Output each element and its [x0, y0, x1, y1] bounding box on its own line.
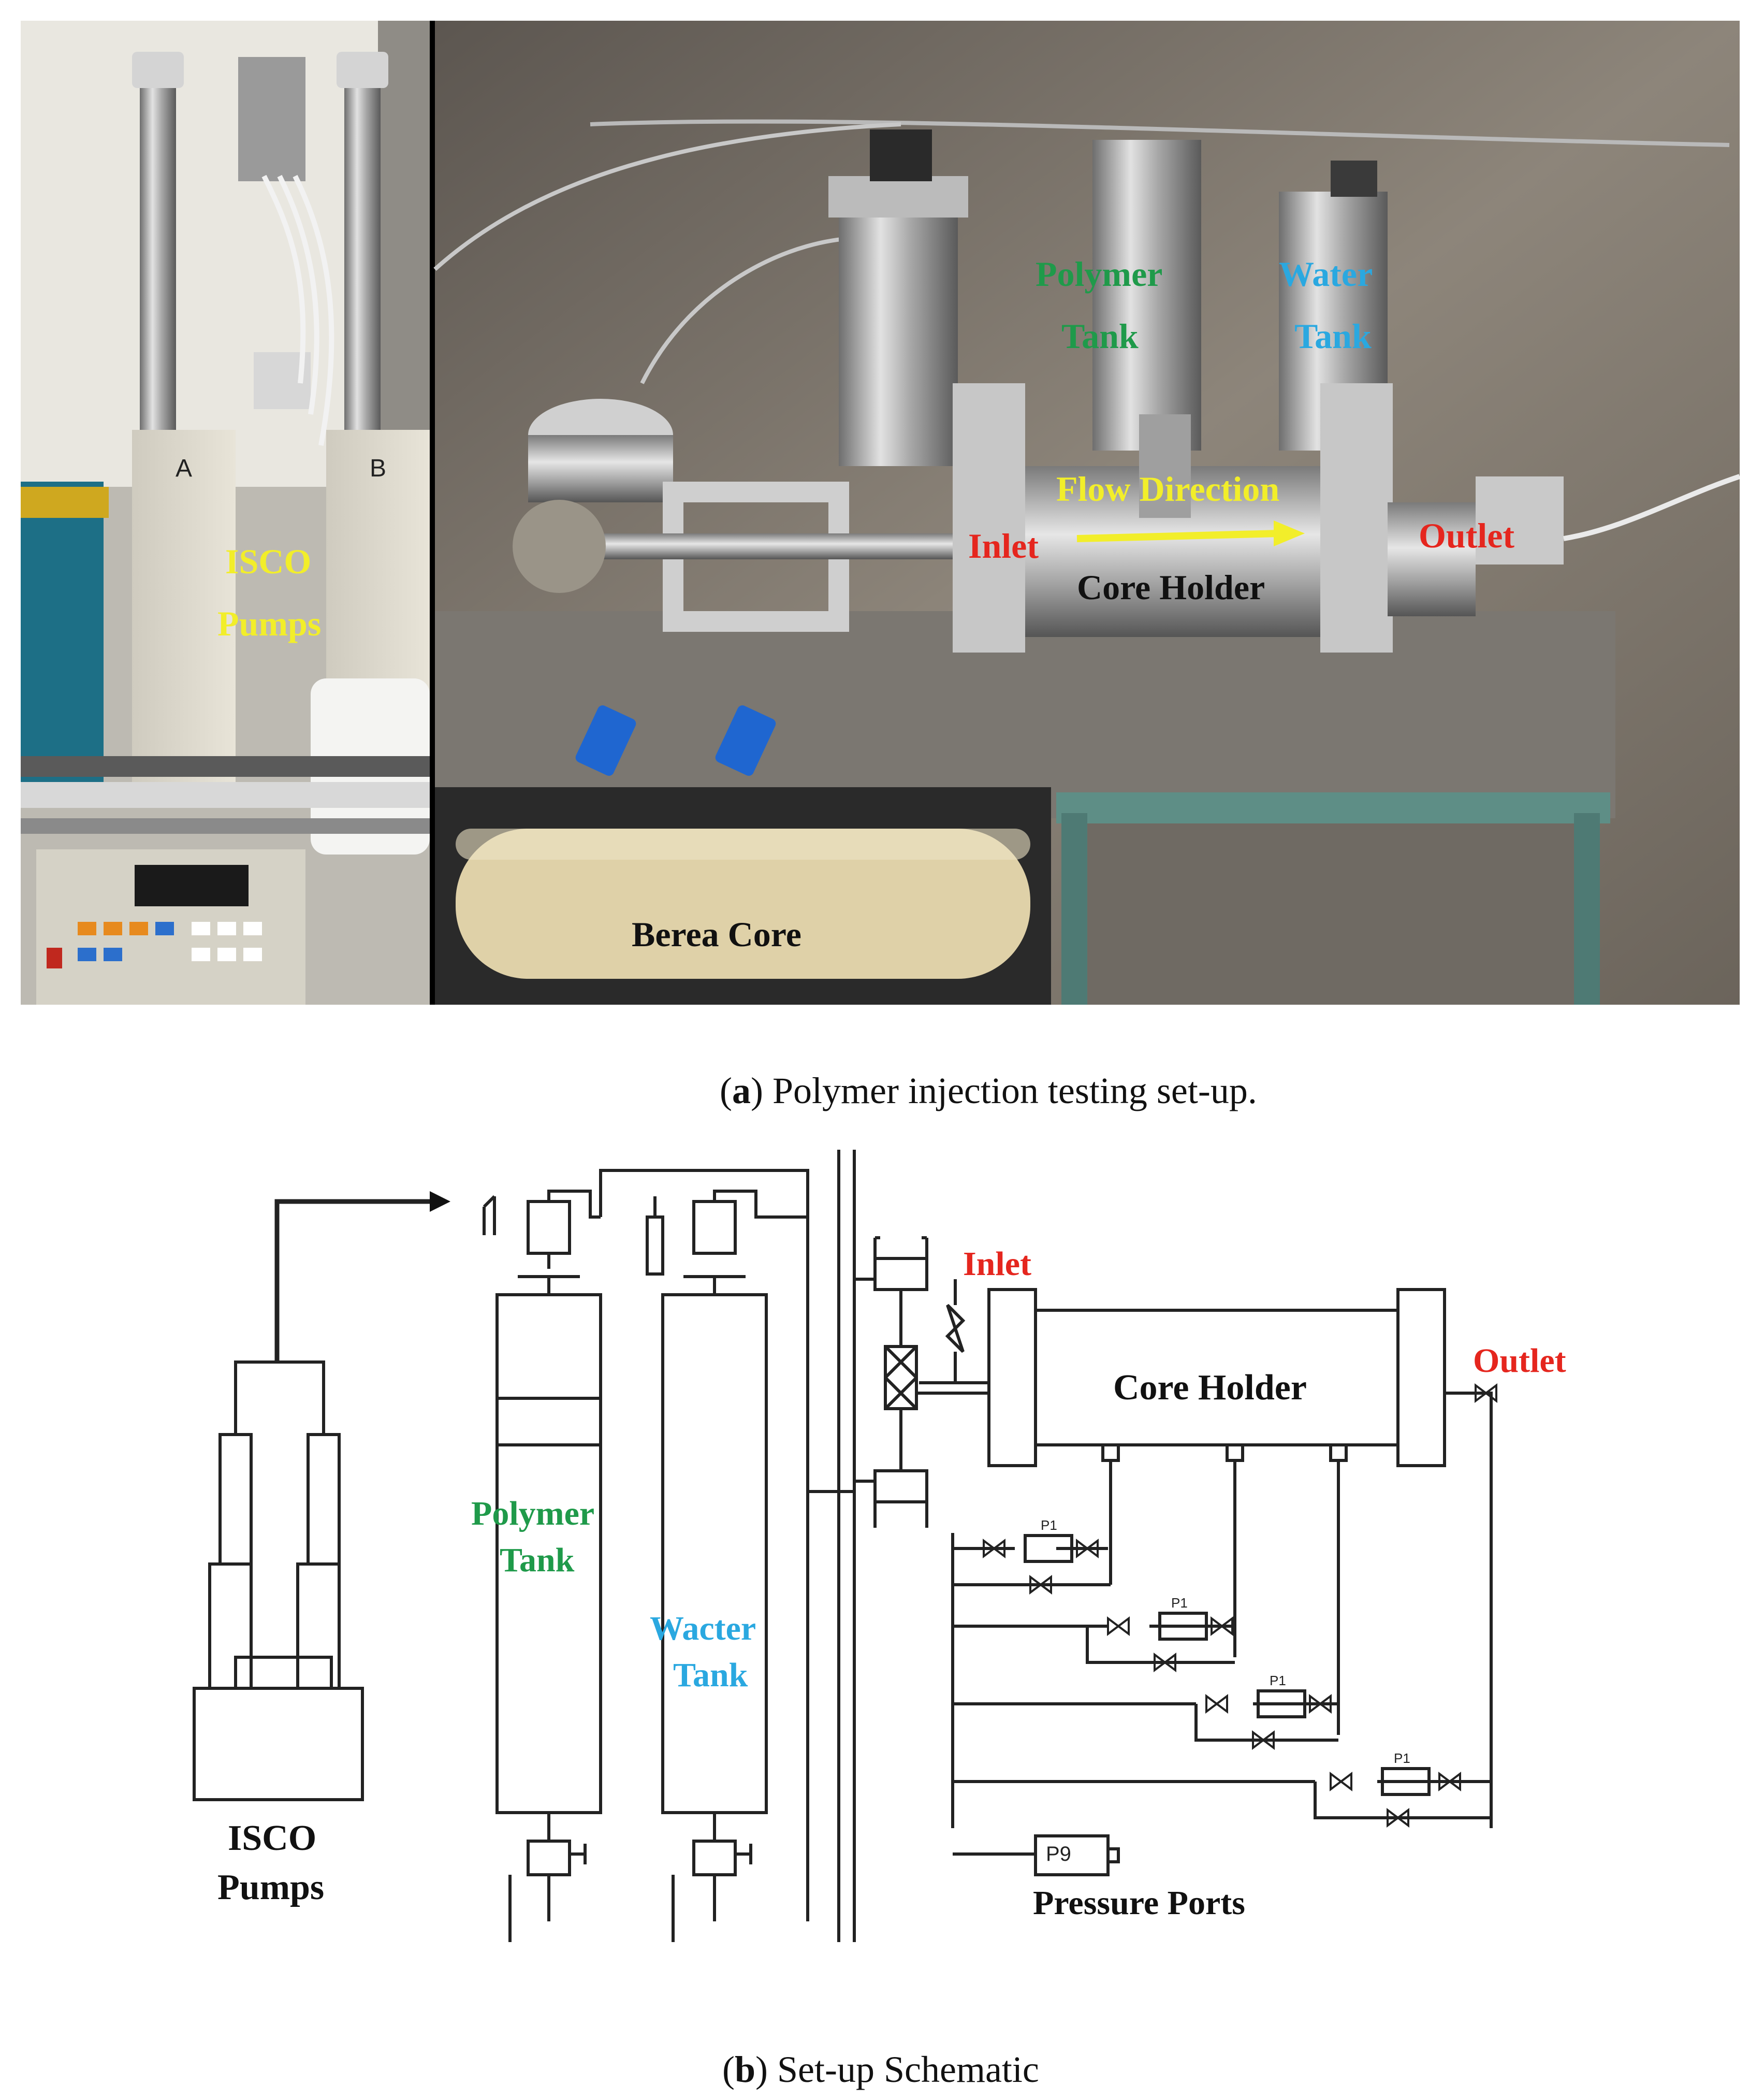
pump-feed-arrow: [274, 1199, 430, 1362]
schematic-label-isco-2: Pumps: [217, 1868, 325, 1907]
schematic-label-inlet: Inlet: [963, 1245, 1031, 1283]
schematic-label-pressure-ports: Pressure Ports: [1033, 1884, 1245, 1922]
left-bus-line: [837, 1150, 856, 1942]
pressure-port-manifold: [951, 1533, 1491, 1876]
pressure-port-taps: [1101, 1443, 1348, 1735]
berea-core-inset: [435, 787, 1051, 1005]
polymer-tank-symbol: [483, 1190, 602, 1942]
photo-label-berea-core: Berea Core: [632, 915, 801, 954]
isco-pumps-symbol: [193, 1360, 364, 1801]
valve-markers: [983, 1383, 1497, 1828]
water-tank-symbol: [646, 1190, 808, 1942]
caption-a-letter: a: [732, 1070, 751, 1111]
schematic-label-core-holder: Core Holder: [1113, 1368, 1307, 1408]
photo-label-water-1: Water: [1279, 254, 1373, 294]
schematic-label-polymer-1: Polymer: [471, 1495, 595, 1532]
photo-label-flow-direction: Flow Direction: [1056, 469, 1280, 509]
caption-a: (a) Polymer injection testing set-up.: [720, 1070, 1257, 1111]
caption-b-text: ) Set-up Schematic: [755, 2049, 1039, 2090]
photo-label-outlet: Outlet: [1419, 516, 1515, 555]
schematic-label-polymer-2: Tank: [500, 1541, 575, 1579]
pump-b-label: B: [370, 455, 386, 482]
photo-label-polymer-2: Tank: [1061, 316, 1139, 356]
photo-label-inlet: Inlet: [968, 526, 1039, 566]
pump-a-label: A: [176, 455, 192, 482]
schematic-label-outlet: Outlet: [1473, 1342, 1566, 1380]
transducer-tag-1: P1: [1041, 1517, 1057, 1533]
isco-photo: A B: [21, 21, 430, 1005]
schematic-drawing: [193, 1150, 1497, 1942]
rig-photo: [433, 21, 1740, 1005]
top-manifold-line: [599, 1169, 809, 1921]
caption-a-text: ) Polymer injection testing set-up.: [750, 1070, 1257, 1111]
schematic-label-water-2: Tank: [673, 1656, 748, 1694]
photo-panel: A B: [21, 21, 1740, 1005]
caption-b: (b) Set-up Schematic: [722, 2049, 1039, 2090]
photo-label-core-holder: Core Holder: [1077, 568, 1265, 607]
transducer-tag-3: P1: [1270, 1673, 1286, 1688]
transducer-tag-2: P1: [1171, 1595, 1188, 1611]
photo-label-polymer-1: Polymer: [1036, 254, 1163, 294]
pump-feed-arrowhead: [430, 1191, 450, 1212]
schematic-label-isco-1: ISCO: [228, 1818, 317, 1858]
photo-label-isco-1: ISCO: [225, 542, 312, 581]
schematic-gauge-label: P9: [1046, 1843, 1071, 1865]
photo-label-water-2: Tank: [1294, 316, 1372, 356]
inlet-valve-column: [854, 1236, 989, 1528]
schematic-label-water-1: Wacter: [650, 1610, 756, 1647]
transducer-tag-4: P1: [1394, 1750, 1410, 1766]
schematic: Inlet Outlet Core Holder Polymer Tank Wa…: [0, 1113, 1764, 1942]
lab-photo-illustration: A B: [21, 21, 1740, 1005]
caption-b-letter: b: [734, 2049, 756, 2090]
photo-label-isco-2: Pumps: [217, 604, 322, 643]
